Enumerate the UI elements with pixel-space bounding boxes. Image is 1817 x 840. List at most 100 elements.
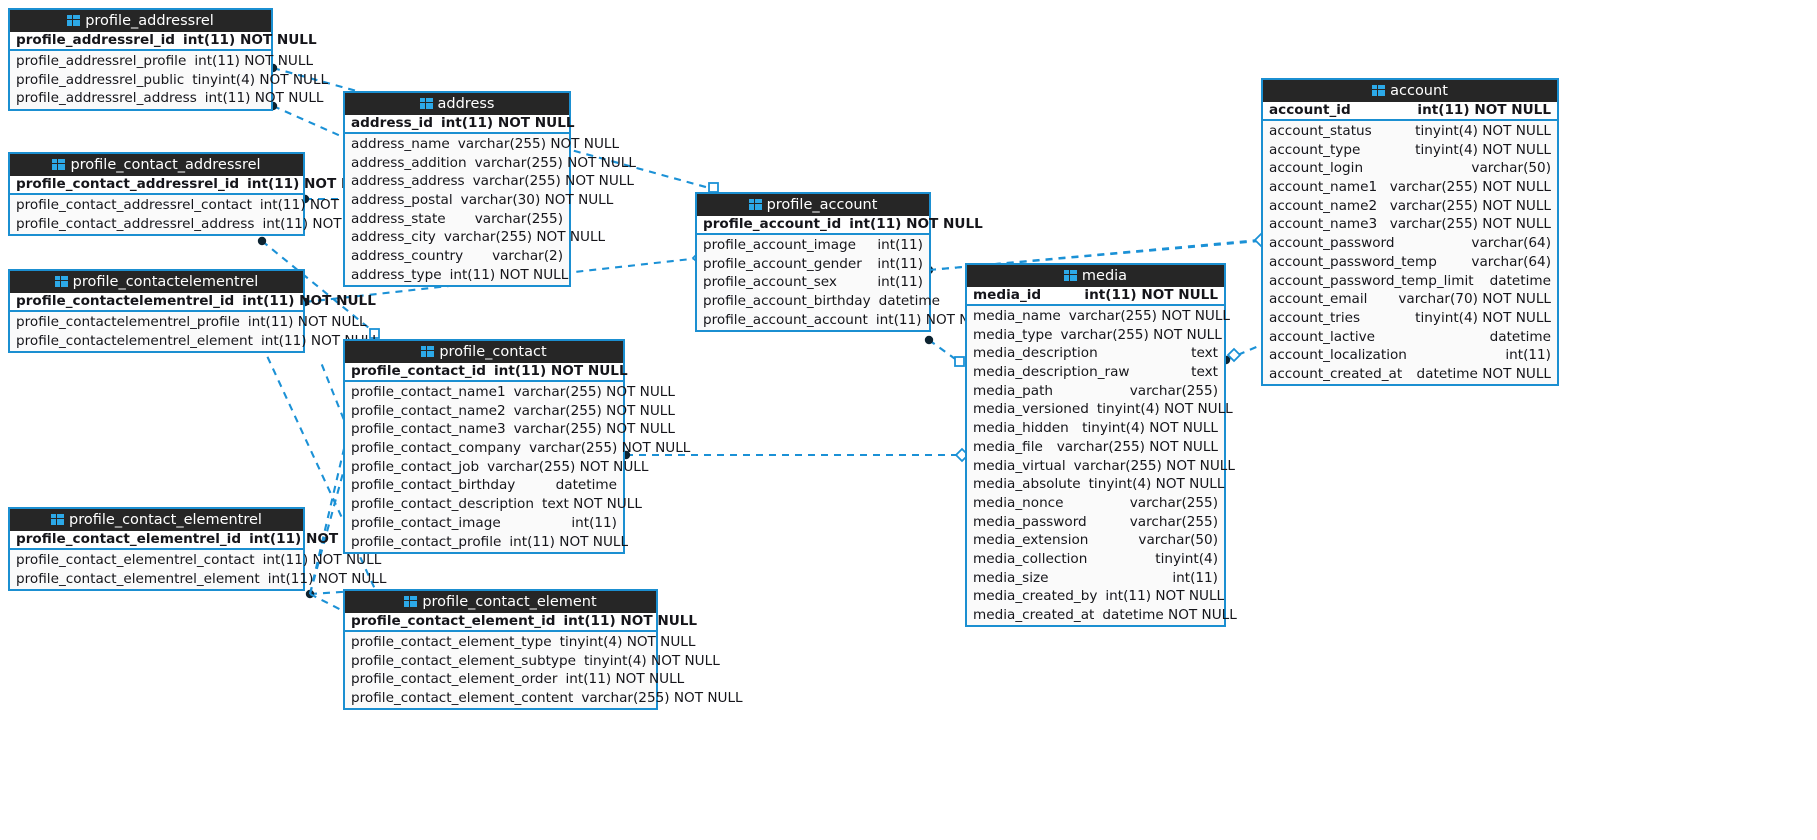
table-header[interactable]: media: [967, 265, 1224, 287]
column-name: profile_contact_name1: [351, 384, 506, 401]
table-header[interactable]: profile_contact_element: [345, 591, 656, 613]
table-header[interactable]: address: [345, 93, 569, 115]
table-header[interactable]: profile_contact_elementrel: [10, 509, 303, 531]
table-header[interactable]: account: [1263, 80, 1557, 102]
table-header[interactable]: profile_contact_addressrel: [10, 154, 303, 176]
table-header[interactable]: profile_contactelementrel: [10, 271, 303, 293]
table-header[interactable]: profile_contact: [345, 341, 623, 363]
table-header[interactable]: profile_addressrel: [10, 10, 271, 32]
column-type: int(11) NOT NULL: [262, 552, 382, 569]
table-header-inner: profile_contact_elementrel: [51, 509, 262, 531]
table-header[interactable]: profile_account: [697, 194, 929, 216]
